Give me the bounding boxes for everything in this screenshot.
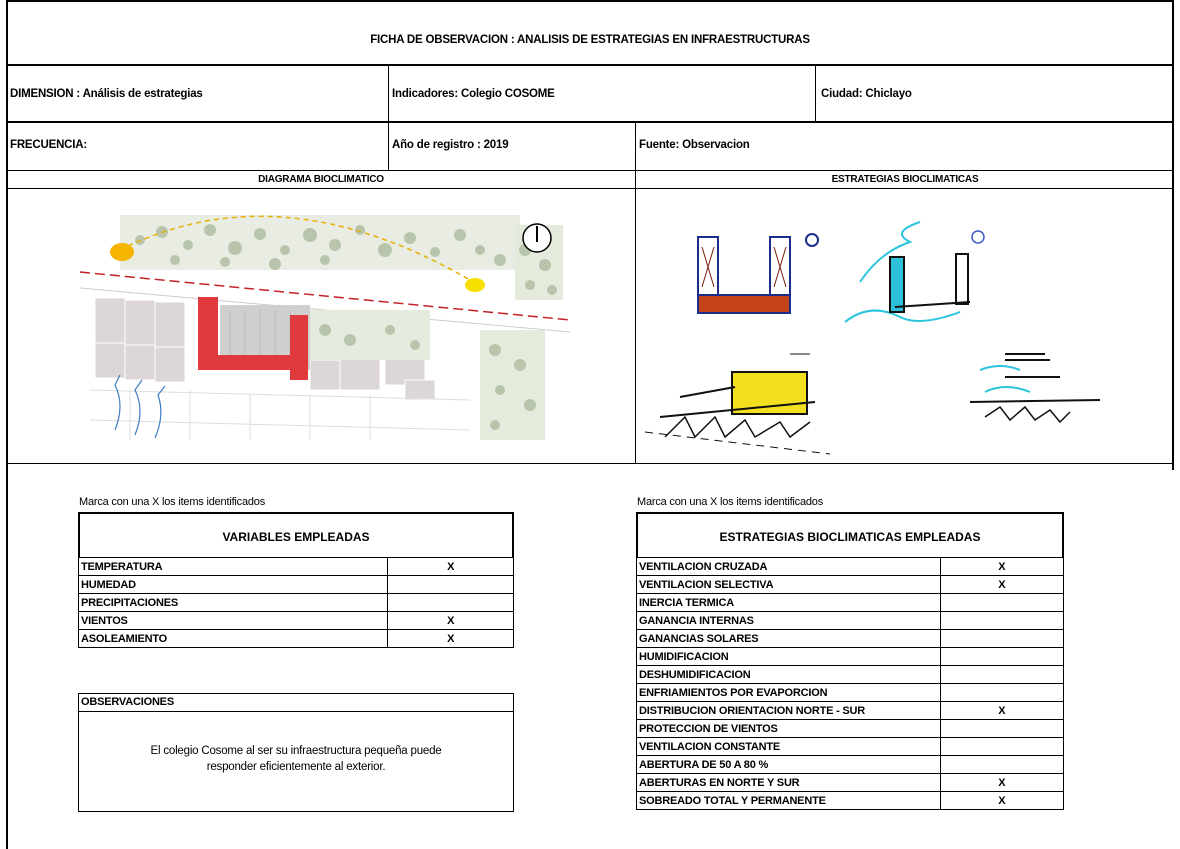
table-row: VENTILACION CONSTANTE [636,737,1065,756]
table-row: GANANCIA INTERNAS [636,611,1065,630]
row-mark: X [939,701,1065,720]
hline-2 [6,121,1174,123]
frame-left [6,0,8,849]
table-row: ENFRIAMIENTOS POR EVAPORCION [636,683,1065,702]
observaciones-header: OBSERVACIONES [81,696,174,708]
estrategias-header-box: ESTRATEGIAS BIOCLIMATICAS EMPLEADAS [636,512,1064,558]
variables-instruction: Marca con una X los items identificados [79,496,266,508]
vline-3 [635,121,636,464]
estrategias-heading: ESTRATEGIAS BIOCLIMATICAS [831,174,979,185]
row-mark: X [939,791,1065,810]
observaciones-text-2: responder eficientemente al exterior. [206,761,386,773]
table-row: HUMIDIFICACION [636,647,1065,666]
row-mark [939,611,1065,630]
row-mark: X [939,557,1065,576]
table-row: PRECIPITACIONES [77,593,514,612]
row-mark [939,719,1065,738]
observaciones-divider [79,711,513,712]
vline-2 [815,64,816,122]
diagrama-heading: DIAGRAMA BIOCLIMATICO [258,174,384,185]
row-label: VENTILACION SELECTIVA [636,575,941,594]
fuente-label: Fuente: Observacion [639,139,750,151]
row-mark: X [939,575,1065,594]
row-label: TEMPERATURA [77,557,389,576]
row-label: INERCIA TERMICA [636,593,941,612]
ciudad-label: Ciudad: Chiclayo [821,88,912,100]
strategies-sketch-image [644,221,1101,455]
row-mark [939,629,1065,648]
row-mark [939,593,1065,612]
row-label: DESHUMIDIFICACION [636,665,941,684]
observaciones-text-1: El colegio Cosome al ser su infraestruct… [150,745,442,757]
row-label: HUMIDIFICACION [636,647,941,666]
row-mark: X [387,611,514,630]
row-label: DISTRIBUCION ORIENTACION NORTE - SUR [636,701,941,720]
row-mark: X [939,773,1065,792]
row-mark [939,683,1065,702]
row-label: ENFRIAMIENTOS POR EVAPORCION [636,683,941,702]
table-row: ABERTURA DE 50 A 80 % [636,755,1065,774]
frame-right [1172,0,1174,470]
row-mark [387,575,514,594]
row-label: VIENTOS [77,611,389,630]
row-label: VENTILACION CONSTANTE [636,737,941,756]
row-mark: X [387,557,514,576]
estrategias-header: ESTRATEGIAS BIOCLIMATICAS EMPLEADAS [719,530,981,544]
variables-header-box: VARIABLES EMPLEADAS [78,512,514,558]
row-label: HUMEDAD [77,575,389,594]
document-title: FICHA DE OBSERVACION : ANALISIS DE ESTRA… [370,34,810,46]
hline-4 [6,188,1174,189]
site-plan-image [79,215,570,440]
row-mark [939,665,1065,684]
row-label: SOBREADO TOTAL Y PERMANENTE [636,791,941,810]
table-row: PROTECCION DE VIENTOS [636,719,1065,738]
table-row: HUMEDAD [77,575,514,594]
variables-header: VARIABLES EMPLEADAS [222,530,370,544]
observaciones-box: OBSERVACIONES El colegio Cosome al ser s… [78,693,514,812]
frecuencia-label: FRECUENCIA: [10,139,88,151]
row-label: GANANCIA INTERNAS [636,611,941,630]
table-row: INERCIA TERMICA [636,593,1065,612]
table-row: DESHUMIDIFICACION [636,665,1065,684]
hline-5 [6,463,1174,464]
vline-1 [388,64,389,171]
row-label: ABERTURAS EN NORTE Y SUR [636,773,941,792]
row-label: GANANCIAS SOLARES [636,629,941,648]
row-label: ASOLEAMIENTO [77,629,389,648]
row-mark: X [387,629,514,648]
dimension-label: DIMENSION : Análisis de estrategias [10,88,203,100]
estrategias-instruction: Marca con una X los items identificados [637,496,824,508]
table-row: GANANCIAS SOLARES [636,629,1065,648]
indicadores-label: Indicadores: Colegio COSOME [392,88,555,100]
frame-top [6,0,1174,2]
row-mark [939,737,1065,756]
hline-3 [6,170,1174,171]
row-label: PRECIPITACIONES [77,593,389,612]
row-label: ABERTURA DE 50 A 80 % [636,755,941,774]
row-mark [939,647,1065,666]
row-label: PROTECCION DE VIENTOS [636,719,941,738]
row-mark [939,755,1065,774]
row-mark [387,593,514,612]
row-label: VENTILACION CRUZADA [636,557,941,576]
anio-label: Año de registro : 2019 [392,139,509,151]
hline-1 [6,64,1174,66]
